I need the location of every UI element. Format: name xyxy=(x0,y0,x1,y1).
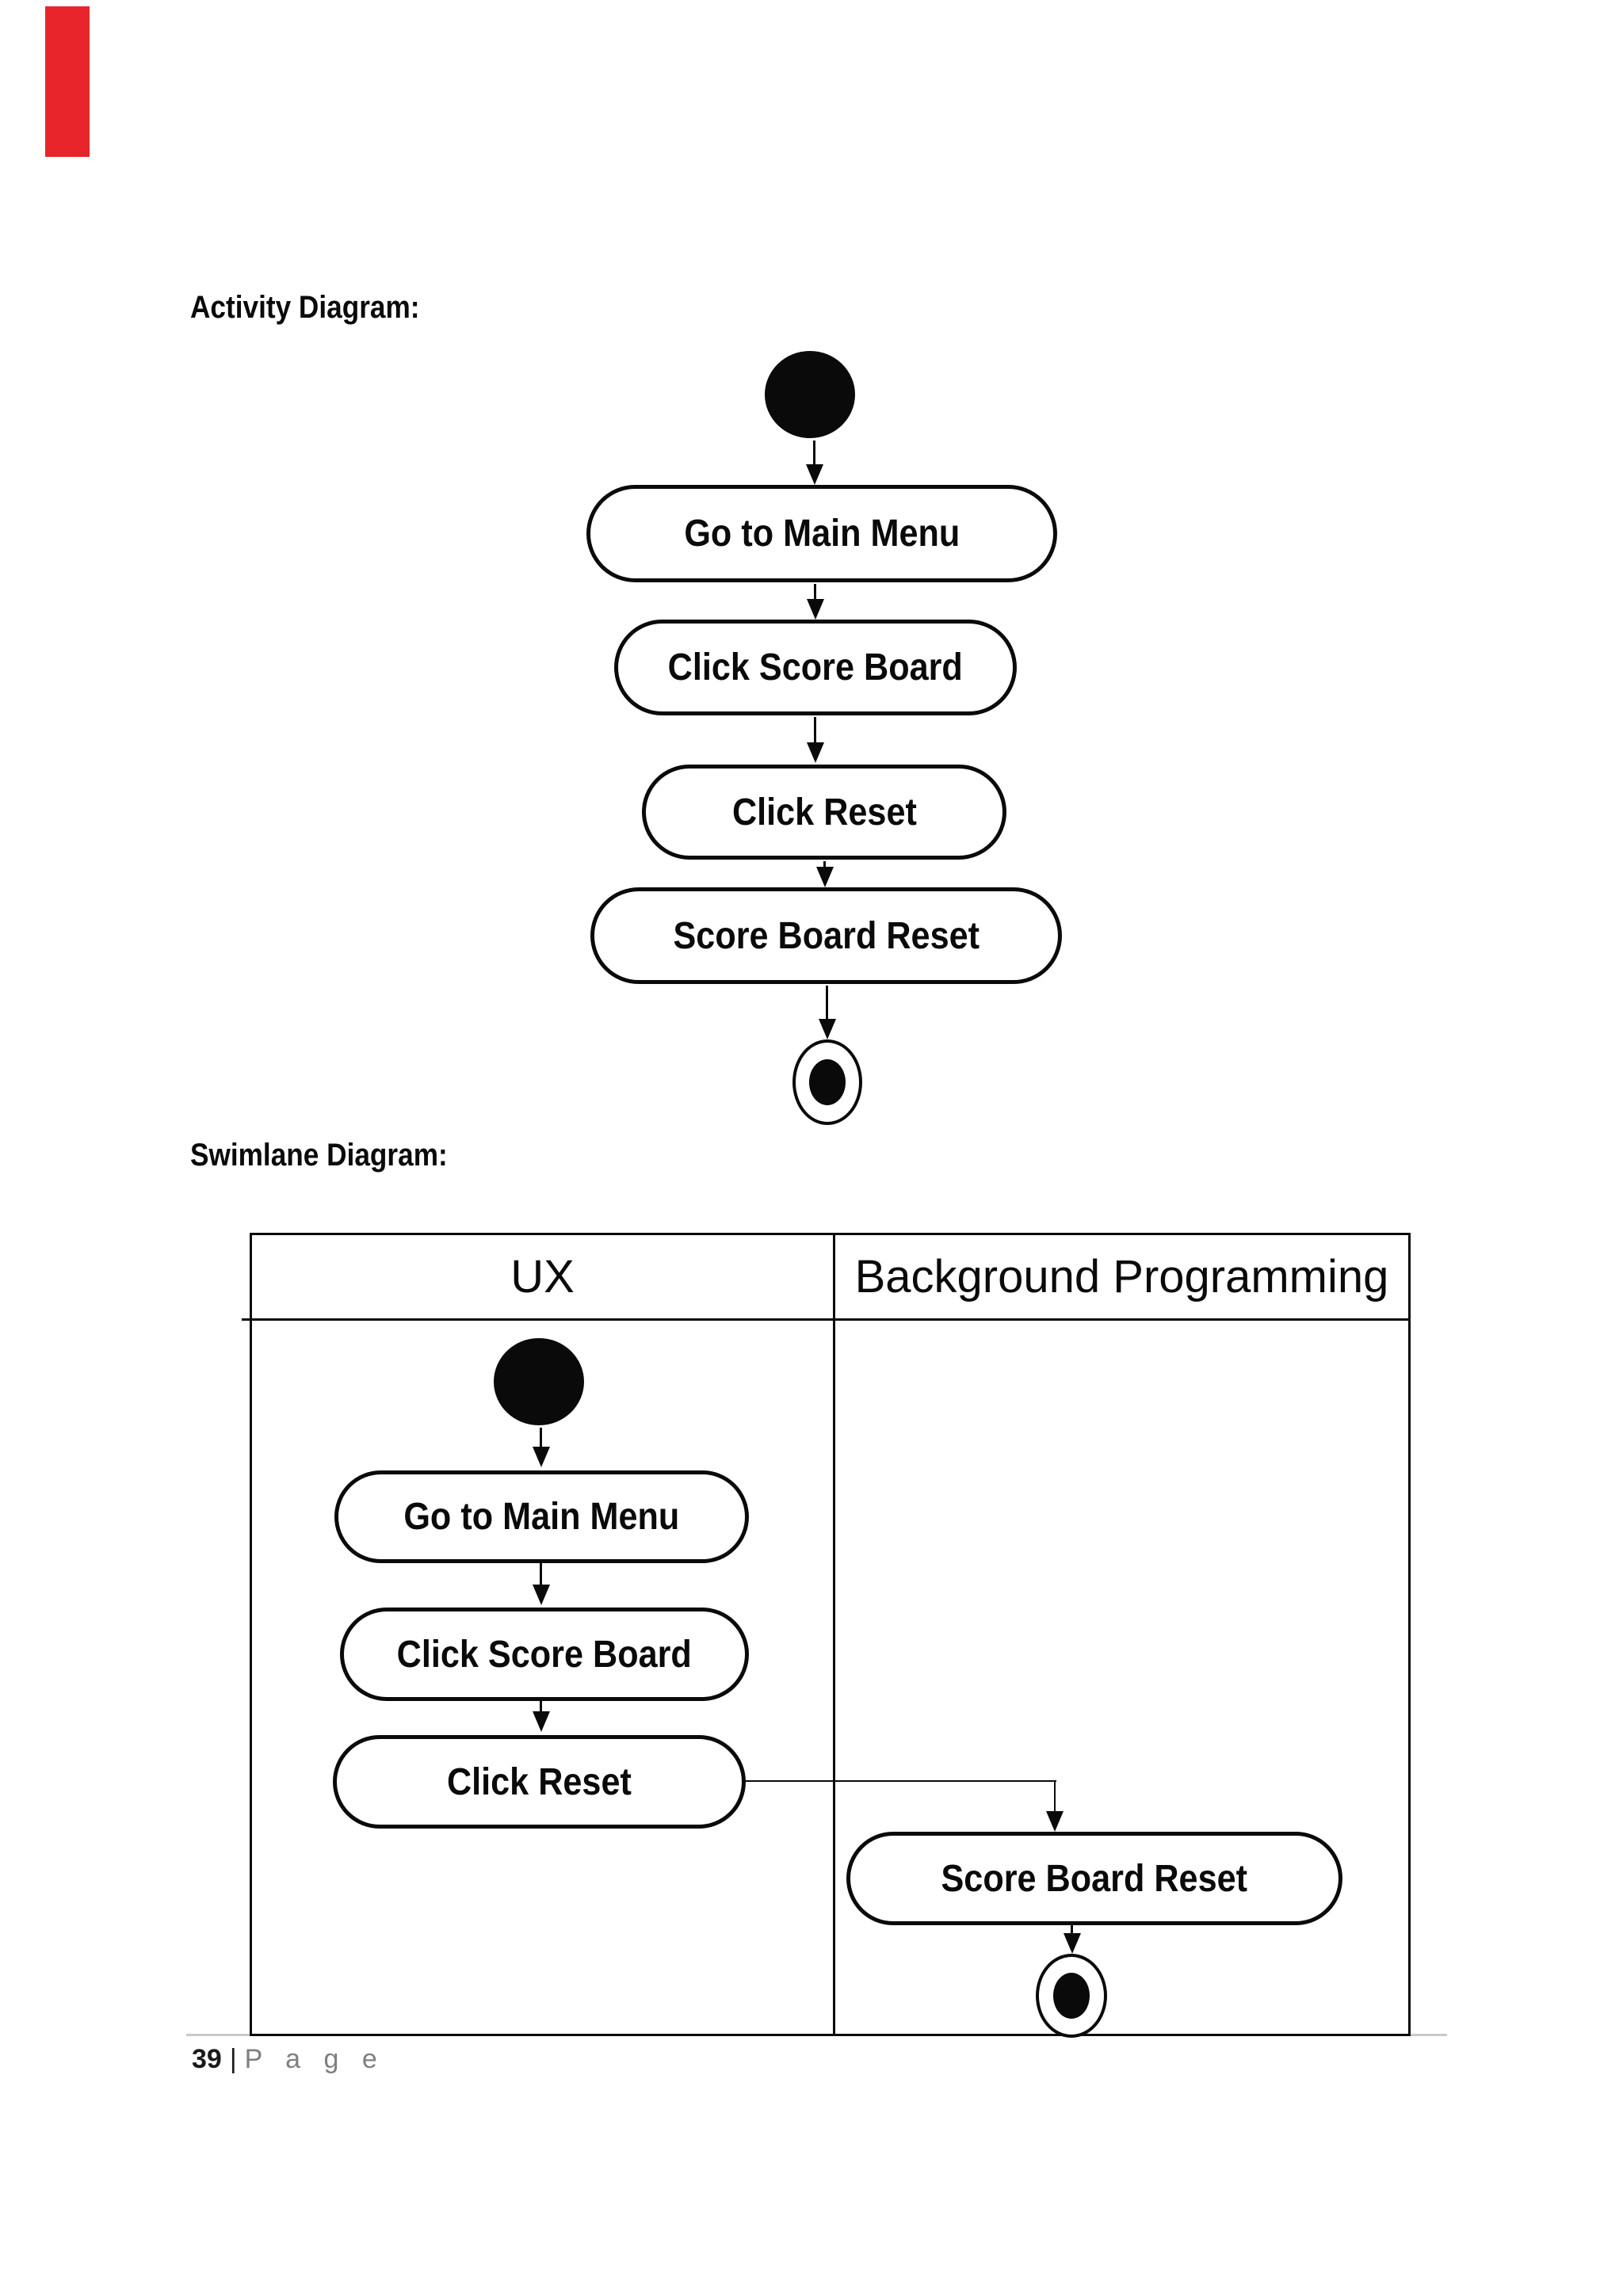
swimlane-node-label: Score Board Reset xyxy=(941,1857,1248,1900)
flow-arrow-line xyxy=(540,1701,542,1713)
page-number: 39 xyxy=(192,2044,222,2074)
activity-diagram: Go to Main Menu Click Score Board Click … xyxy=(586,351,1062,1125)
swimlane-end-node xyxy=(1036,1954,1107,2038)
swimlane-start-node xyxy=(494,1338,584,1425)
swimlane-node-score-board-reset: Score Board Reset xyxy=(846,1832,1342,1925)
activity-start-node xyxy=(765,351,855,438)
lane-divider xyxy=(833,1233,835,2036)
activity-node-score-board-reset: Score Board Reset xyxy=(590,887,1062,984)
swimlane-node-label: Go to Main Menu xyxy=(403,1496,680,1538)
flow-arrow-line xyxy=(540,1428,542,1448)
swimlane-node-click-reset: Click Reset xyxy=(333,1735,746,1829)
flow-arrow-line xyxy=(814,584,816,601)
flow-arrow-head xyxy=(807,599,824,620)
activity-node-click-score-board: Click Score Board xyxy=(614,620,1017,715)
flow-arrow-head xyxy=(533,1447,550,1467)
activity-node-label: Click Score Board xyxy=(667,646,964,688)
lane-header-ux-label: UX xyxy=(510,1251,575,1302)
flow-arrow-line xyxy=(823,861,826,869)
lane-header-divider xyxy=(242,1318,1411,1321)
swimlane-node-go-to-main-menu: Go to Main Menu xyxy=(334,1470,749,1563)
activity-node-label: Go to Main Menu xyxy=(684,513,960,555)
flow-arrow-head xyxy=(533,1711,550,1732)
activity-node-label: Score Board Reset xyxy=(673,914,980,957)
activity-end-node xyxy=(792,1039,862,1125)
lane-header-ux: UX xyxy=(252,1235,833,1318)
flow-arrow-line xyxy=(826,986,828,1020)
footer-separator: | xyxy=(229,2044,237,2074)
flow-arrow-head xyxy=(816,867,834,887)
activity-end-node-core xyxy=(809,1059,846,1105)
activity-node-label: Click Reset xyxy=(731,791,917,833)
flow-arrow-head xyxy=(1064,1933,1081,1954)
flow-arrow-head xyxy=(819,1019,836,1039)
flow-arrow-head xyxy=(807,742,824,763)
footer-page-label: P a g e xyxy=(244,2044,385,2074)
flow-arrow-line xyxy=(540,1563,542,1586)
swimlane-node-label: Click Reset xyxy=(447,1760,632,1803)
swimlane-diagram: UX Background Programming Go to Main Men… xyxy=(0,1149,1623,2139)
lane-header-background-label: Background Programming xyxy=(854,1251,1389,1302)
swimlane-node-click-score-board: Click Score Board xyxy=(340,1608,749,1701)
flow-arrow-line xyxy=(814,717,816,744)
flow-arrow-head xyxy=(533,1585,550,1605)
activity-node-go-to-main-menu: Go to Main Menu xyxy=(586,485,1057,582)
swimlane-end-node-core xyxy=(1053,1973,1090,2019)
page-footer: 39|P a g e xyxy=(192,2044,385,2075)
flow-arrow-line xyxy=(1071,1925,1073,1935)
swimlane-node-label: Click Score Board xyxy=(396,1633,693,1676)
flow-arrow-line xyxy=(813,441,815,466)
swimlane-table-frame xyxy=(250,1233,1411,2036)
flow-arrow-head xyxy=(806,464,823,485)
activity-node-click-reset: Click Reset xyxy=(642,765,1006,860)
activity-diagram-heading: Activity Diagram: xyxy=(190,290,420,325)
cross-lane-connector-horizontal xyxy=(746,1780,1056,1782)
lane-header-background-programming: Background Programming xyxy=(835,1235,1408,1318)
swimlane-diagram-heading: Swimlane Diagram: xyxy=(190,1138,448,1173)
red-margin-marker xyxy=(45,6,90,157)
flow-arrow-head xyxy=(1046,1811,1064,1832)
cross-lane-connector-vertical xyxy=(1054,1780,1056,1813)
